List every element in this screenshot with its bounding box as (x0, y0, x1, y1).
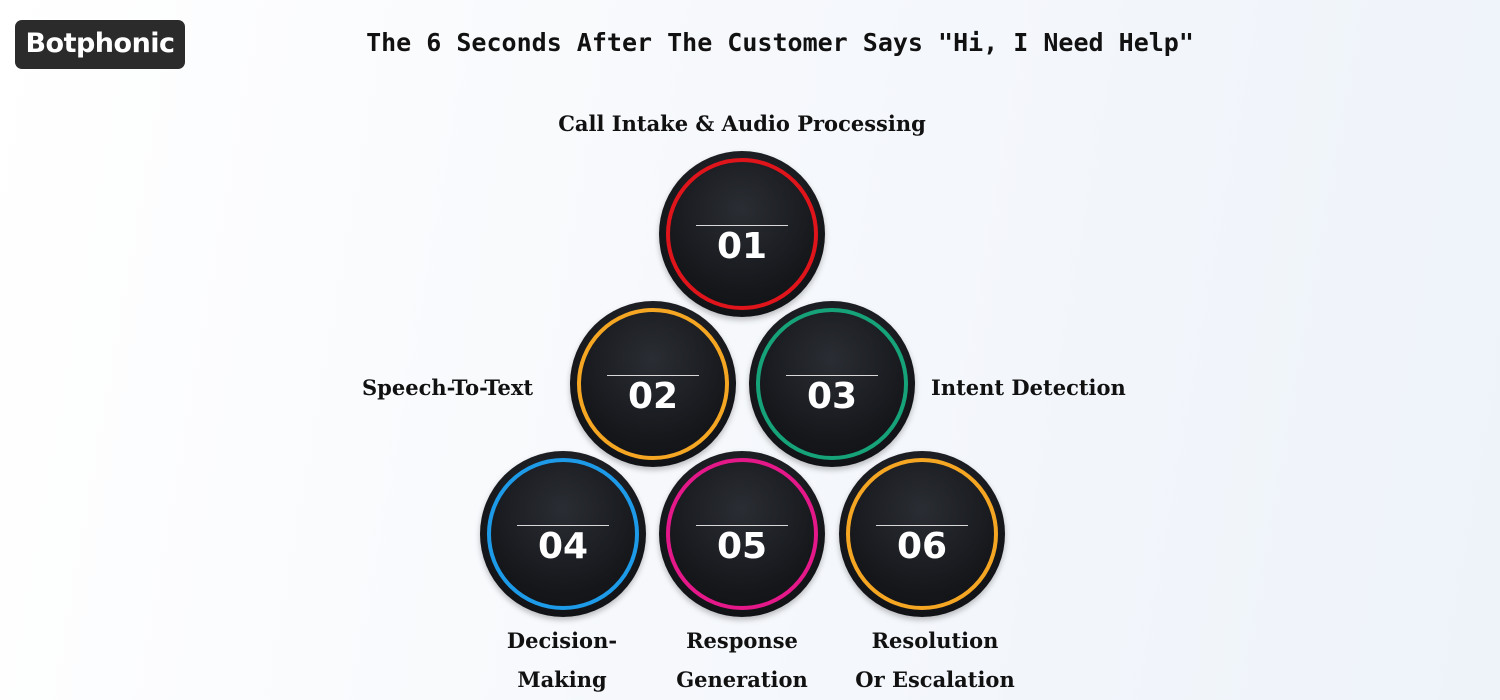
step-03-divider (786, 375, 878, 376)
page-title: The 6 Seconds After The Customer Says "H… (366, 28, 1194, 57)
step-04-label-line-2: Making (517, 667, 607, 692)
step-03-label-line-1: Intent Detection (931, 375, 1126, 400)
step-06-circle: 06 (839, 451, 1005, 617)
step-01-ring (666, 158, 818, 310)
step-05-label-line-2: Generation (676, 667, 808, 692)
step-05-number: 05 (716, 526, 768, 567)
step-01-number: 01 (716, 226, 768, 267)
step-02-circle: 02 (570, 301, 736, 467)
step-01-label-line-1: Call Intake & Audio Processing (558, 111, 926, 136)
step-06-label-line-2: Or Escalation (855, 667, 1015, 692)
step-06-label-line-1: Resolution (871, 628, 999, 653)
step-04-ring (487, 458, 639, 610)
step-01-divider (696, 225, 788, 226)
step-05-ring (666, 458, 818, 610)
step-03-label: Intent Detection (931, 368, 1126, 407)
step-04-divider (517, 525, 609, 526)
step-03-circle: 03 (749, 301, 915, 467)
step-04-circle: 04 (480, 451, 646, 617)
step-03-number: 03 (806, 376, 858, 417)
step-02-number: 02 (627, 376, 679, 417)
step-05-label-line-1: Response (686, 628, 798, 653)
step-01-circle: 01 (659, 151, 825, 317)
step-05-divider (696, 525, 788, 526)
step-03-ring (756, 308, 908, 460)
step-06-label: Resolution Or Escalation (825, 621, 1045, 699)
step-06-ring (846, 458, 998, 610)
step-05-circle: 05 (659, 451, 825, 617)
botphonic-logo: Botphonic (15, 20, 185, 69)
step-04-number: 04 (537, 526, 589, 567)
step-02-ring (577, 308, 729, 460)
step-02-label: Speech-To-Text (362, 368, 533, 407)
step-06-divider (876, 525, 968, 526)
step-01-label: Call Intake & Audio Processing (540, 104, 944, 143)
step-06-number: 06 (896, 526, 948, 567)
step-02-divider (607, 375, 699, 376)
step-02-label-line-1: Speech-To-Text (362, 375, 534, 400)
step-05-label: Response Generation (642, 621, 842, 699)
step-04-label-line-1: Decision- (506, 628, 618, 653)
step-04-label: Decision- Making (462, 621, 662, 699)
